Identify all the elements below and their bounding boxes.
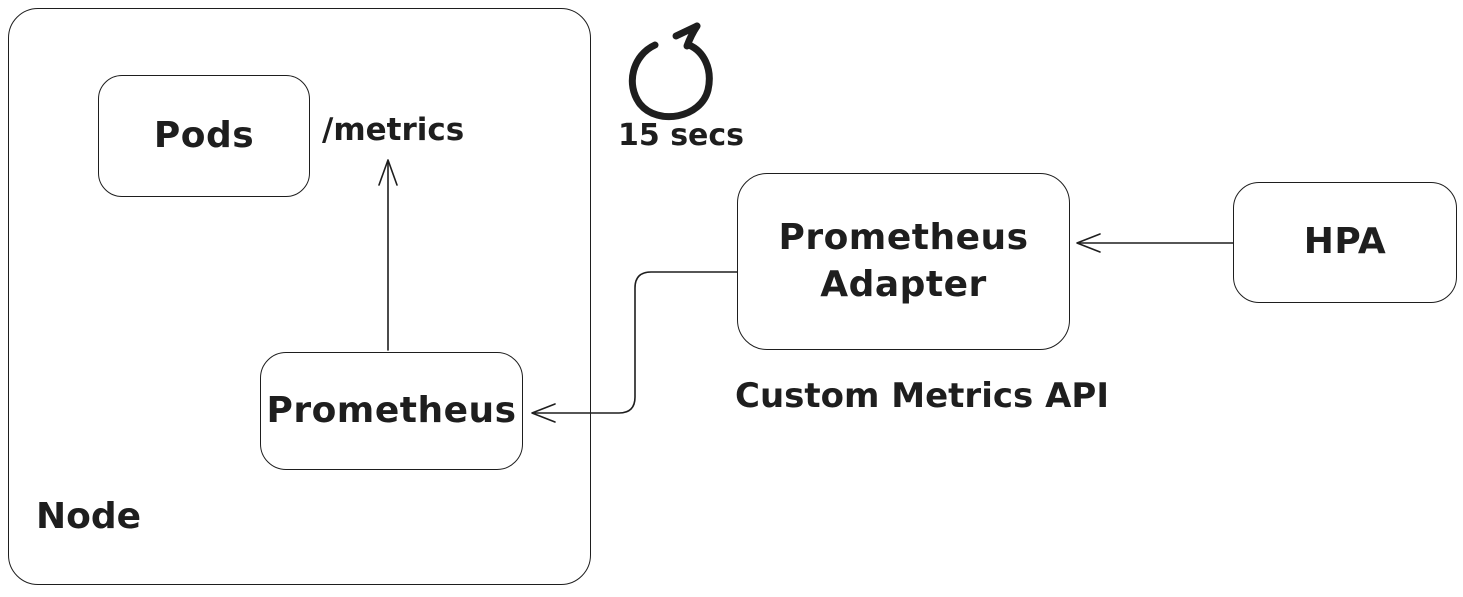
metrics-endpoint-label: /metrics <box>322 112 465 148</box>
node-label: Node <box>36 496 142 537</box>
prometheus-adapter-label-line2: Adapter <box>820 263 987 305</box>
custom-metrics-api-label: Custom Metrics API <box>735 376 1109 416</box>
pods-label: Pods <box>153 114 255 156</box>
hpa-label: HPA <box>1303 221 1387 263</box>
prometheus-adapter-label-line1: Prometheus <box>778 216 1029 258</box>
arrow-hpa-to-adapter <box>1076 233 1234 253</box>
prometheus-adapter-box: Prometheus Adapter <box>737 173 1070 350</box>
pods-box: Pods <box>98 75 310 197</box>
prometheus-label: Prometheus <box>266 389 517 431</box>
refresh-interval-label: 15 secs <box>618 118 745 153</box>
hpa-box: HPA <box>1233 182 1457 303</box>
prometheus-box: Prometheus <box>260 352 523 470</box>
refresh-loop-icon <box>628 22 713 121</box>
